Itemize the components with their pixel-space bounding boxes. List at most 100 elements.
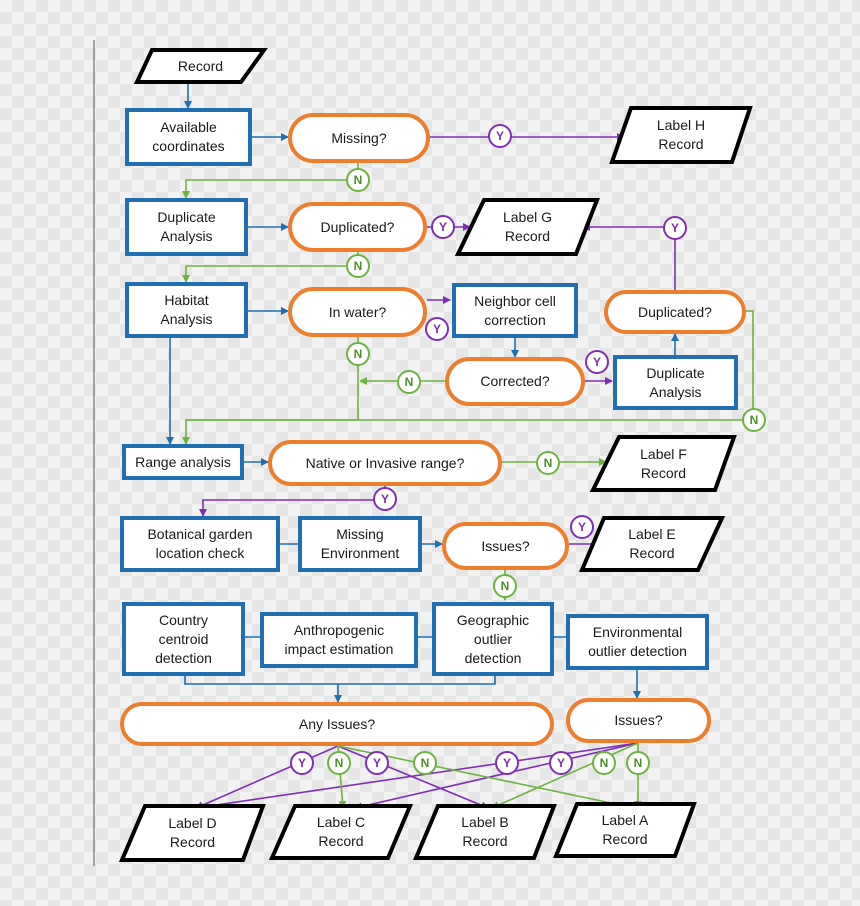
io-label-d-shape xyxy=(118,804,266,862)
label-g-line1: Label G xyxy=(502,209,553,225)
io-label-g: Label G Record xyxy=(458,200,597,254)
io-label-a-shape xyxy=(553,802,697,858)
process-neighbor-cell-correction: Neighbor cell correction xyxy=(452,283,578,338)
geographic-outlier-line3: detection xyxy=(464,649,522,666)
decision-any-issues: Any Issues? xyxy=(120,702,554,746)
marker-no-duplicated-2: N xyxy=(742,408,766,432)
duplicate-analysis-2-line2: Analysis xyxy=(649,383,702,400)
io-record-shape xyxy=(133,48,268,84)
label-f-line2: Record xyxy=(640,464,687,481)
country-centroid-line3: detection xyxy=(155,649,212,666)
process-country-centroid: Country centroid detection xyxy=(122,602,245,676)
marker-no-in-water: N xyxy=(346,342,370,366)
arrow-any-issues-yes-to-label-d xyxy=(195,745,339,809)
label-e-line1: Label E xyxy=(628,526,676,542)
label-a-line1: Label A xyxy=(601,812,649,828)
io-record: Record xyxy=(137,50,264,82)
io-label-b-shape xyxy=(412,804,557,860)
process-anthropogenic: Anthropogenic impact estimation xyxy=(260,612,418,668)
decision-in-water: In water? xyxy=(288,287,427,337)
marker-no-native-invasive: N xyxy=(536,451,560,475)
anthropogenic-line1: Anthropogenic xyxy=(293,622,385,638)
available-coordinates-line1: Available xyxy=(160,119,217,135)
io-label-c-shape xyxy=(268,804,414,860)
marker-yes-issues-2-a: Y xyxy=(495,751,519,775)
anthropogenic-line2: impact estimation xyxy=(284,641,394,657)
marker-yes-missing: Y xyxy=(488,124,512,148)
any-issues-label: Any Issues? xyxy=(298,715,376,732)
missing-environment-line2: Environment xyxy=(320,545,400,561)
decision-missing: Missing? xyxy=(288,113,430,163)
marker-no-any-issues-b: N xyxy=(413,751,437,775)
label-b-line2: Record xyxy=(462,833,508,849)
marker-yes-any-issues-a: Y xyxy=(290,751,314,775)
io-label-e-shape xyxy=(578,516,726,572)
missing-environment-line1: Missing xyxy=(336,526,384,542)
label-c-line1: Label C xyxy=(316,814,366,830)
missing-label: Missing? xyxy=(331,129,387,146)
marker-no-duplicated-1: N xyxy=(346,254,370,278)
marker-yes-duplicated-2: Y xyxy=(663,216,687,240)
marker-yes-in-water: Y xyxy=(425,317,449,341)
label-h-line1: Label H xyxy=(656,117,706,133)
marker-yes-duplicated-1: Y xyxy=(431,215,455,239)
marker-no-corrected: N xyxy=(397,370,421,394)
label-d-line1: Label D xyxy=(168,815,217,831)
label-a-line2: Record xyxy=(602,831,648,847)
marker-yes-native-invasive: Y xyxy=(373,487,397,511)
habitat-analysis-line1: Habitat xyxy=(164,292,209,308)
label-f-line1: Label F xyxy=(640,445,687,462)
issues-2-label: Issues? xyxy=(614,712,663,728)
io-label-a: Label A Record xyxy=(556,804,694,856)
marker-no-missing: N xyxy=(346,168,370,192)
habitat-analysis-line2: Analysis xyxy=(160,311,213,327)
neighbor-cell-line1: Neighbor cell xyxy=(474,292,556,309)
available-coordinates-line2: coordinates xyxy=(152,138,225,154)
marker-yes-any-issues-b: Y xyxy=(365,751,389,775)
io-label-f: Label F Record xyxy=(593,437,734,490)
marker-no-issues-1: N xyxy=(493,574,517,598)
corrected-label: Corrected? xyxy=(480,373,550,389)
decision-native-invasive: Native or Invasive range? xyxy=(268,440,502,486)
native-invasive-label: Native or Invasive range? xyxy=(305,454,465,471)
io-label-g-shape xyxy=(454,198,600,256)
marker-yes-issues-1: Y xyxy=(570,515,594,539)
neighbor-cell-line2: correction xyxy=(484,311,546,328)
geographic-outlier-line2: outlier xyxy=(473,630,513,647)
arrow-checks-to-any-issues xyxy=(184,676,496,702)
environmental-outlier-line2: outlier detection xyxy=(588,643,687,659)
duplicate-analysis-1-line1: Duplicate xyxy=(157,209,216,225)
duplicate-analysis-2-line1: Duplicate xyxy=(646,364,705,381)
botanical-garden-line1: Botanical garden xyxy=(147,526,253,542)
process-range-analysis: Range analysis xyxy=(122,444,244,480)
marker-yes-issues-2-b: Y xyxy=(549,751,573,775)
marker-yes-corrected: Y xyxy=(585,350,609,374)
label-c-line2: Record xyxy=(318,833,364,849)
io-label-f-shape xyxy=(589,435,737,492)
label-g-line2: Record xyxy=(504,228,551,244)
arrow-issues2-yes-to-label-c xyxy=(354,742,639,811)
decision-issues-1: Issues? xyxy=(442,522,569,570)
decision-duplicated-1: Duplicated? xyxy=(288,202,427,252)
label-b-line1: Label B xyxy=(461,814,509,830)
process-available-coordinates: Available coordinates xyxy=(125,108,252,166)
range-analysis-label: Range analysis xyxy=(135,453,231,470)
io-record-label: Record xyxy=(177,57,224,74)
arrow-any-issues-yes-to-label-b xyxy=(337,745,489,810)
country-centroid-line2: centroid xyxy=(158,630,209,647)
io-label-h-shape xyxy=(609,106,753,164)
marker-no-issues-2-b: N xyxy=(626,751,650,775)
issues-1-label: Issues? xyxy=(481,537,530,554)
marker-no-issues-2-a: N xyxy=(592,751,616,775)
arrow-issues2-no-to-label-b xyxy=(491,742,639,809)
country-centroid-line1: Country xyxy=(158,611,209,628)
decision-issues-2: Issues? xyxy=(566,698,711,743)
decision-duplicated-2: Duplicated? xyxy=(604,290,746,334)
